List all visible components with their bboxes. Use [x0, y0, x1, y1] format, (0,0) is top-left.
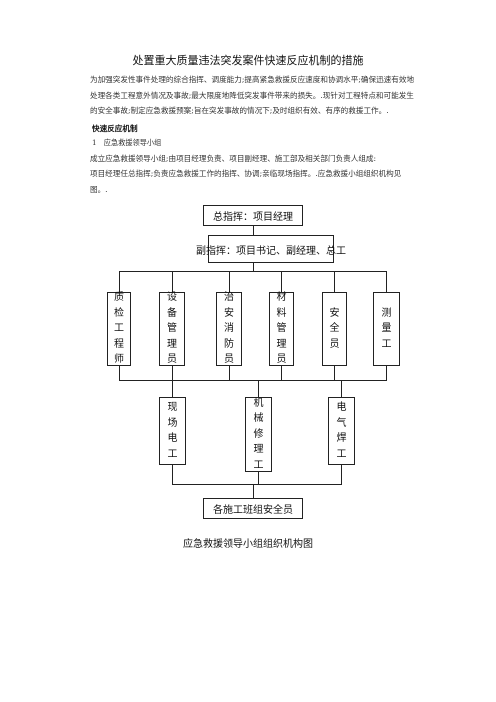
- connector: [281, 366, 282, 381]
- connector: [119, 271, 387, 272]
- connector: [172, 380, 173, 397]
- intro-paragraph: 为加强突发性事件处理的综合指挥、调度能力;提高紧急救援反应速度和协调水平;确保迅…: [90, 75, 415, 115]
- role-box-equipment-manager: 设备管理员: [159, 292, 185, 366]
- role-label: 安全员: [329, 307, 340, 350]
- connector: [386, 271, 387, 292]
- team-safety-officers-box: 各施工班组安全员: [203, 498, 303, 519]
- connector: [253, 484, 254, 498]
- role-box-welder: 电气焊工: [328, 397, 355, 465]
- role-label: 机械修理工: [253, 397, 264, 471]
- connector: [119, 271, 120, 292]
- connector: [119, 380, 387, 381]
- connector: [334, 366, 335, 381]
- connector: [341, 465, 342, 485]
- connector: [253, 225, 254, 235]
- connector: [229, 366, 230, 381]
- connector: [341, 380, 342, 397]
- role-label: 治安消防员: [224, 292, 234, 366]
- role-label: 材料管理员: [276, 292, 287, 366]
- document-title: 处置重大质量违法突发案件快速反应机制的措施: [132, 54, 364, 67]
- role-box-security-fire-officer: 治安消防员: [216, 292, 242, 366]
- connector: [386, 366, 387, 381]
- connector: [253, 262, 254, 272]
- role-label: 设备管理员: [167, 292, 177, 366]
- connector: [172, 271, 173, 292]
- connector: [334, 271, 335, 292]
- section-heading: 快速反应机制: [92, 124, 138, 133]
- role-box-material-manager: 材料管理员: [269, 292, 294, 366]
- paragraph-team: 成立应急救援领导小组;由项目经理负责、项目副经理、施工部及相关部门负责人组成:: [90, 154, 377, 163]
- connector: [229, 271, 230, 292]
- role-label: 测量工: [381, 307, 392, 350]
- role-box-surveyor: 测量工: [373, 292, 400, 366]
- role-box-mechanic: 机械修理工: [245, 397, 272, 472]
- role-label: 电气焊工: [336, 402, 347, 460]
- role-box-safety-officer: 安全员: [322, 292, 347, 366]
- subsection-title: 1 应急救援领导小组: [92, 138, 162, 147]
- connector: [172, 366, 173, 381]
- paragraph-commander: 项目经理任总指挥;负责应急救援工作的指挥、协调;亲临现场指挥。.应急救援小组组织…: [90, 169, 402, 194]
- connector: [258, 472, 259, 485]
- deputy-commander-box: 副指挥：项目书记、副经理、总工: [196, 235, 346, 263]
- connector: [281, 271, 282, 292]
- connector: [172, 484, 342, 485]
- role-label: 现场电工: [167, 402, 178, 460]
- commander-box: 总指挥：项目经理: [203, 205, 303, 226]
- role-box-site-electrician: 现场电工: [159, 397, 186, 465]
- chart-caption: 应急救援领导小组组织机构图: [183, 539, 313, 550]
- connector: [258, 380, 259, 397]
- role-label: 质检工程师: [114, 292, 124, 366]
- role-box-quality-engineer: 质检工程师: [107, 292, 131, 366]
- connector: [172, 465, 173, 485]
- connector: [119, 366, 120, 381]
